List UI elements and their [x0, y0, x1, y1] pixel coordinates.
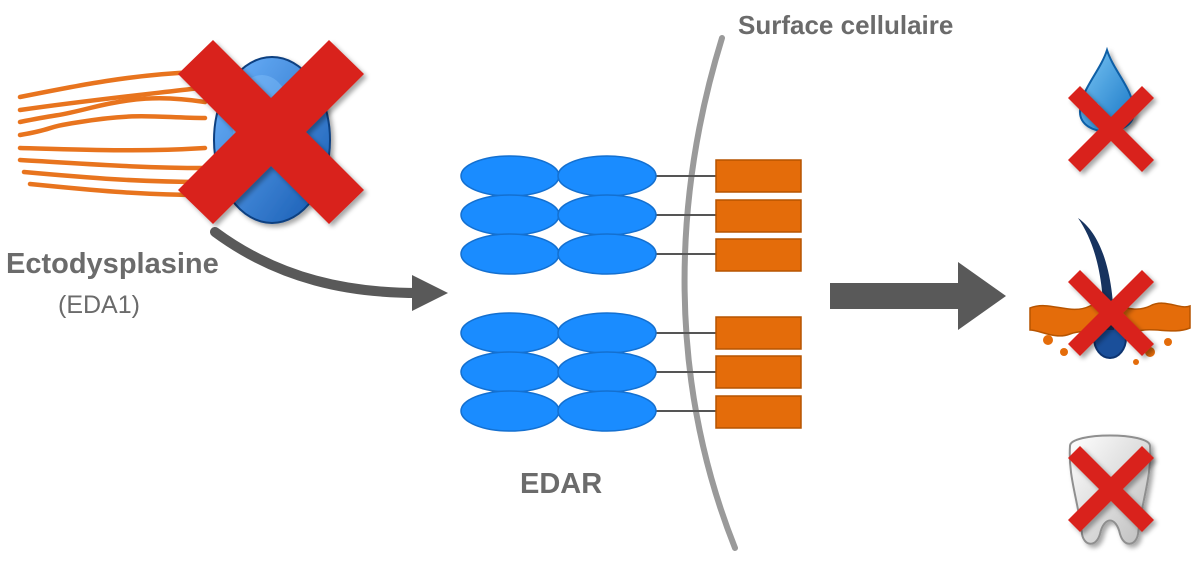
receptor-intracellular-blocks [715, 159, 802, 272]
receptor-ovals [460, 312, 657, 432]
sweat-blocked-cross-icon [1068, 86, 1154, 172]
ligand-blocked-cross-icon [178, 40, 364, 224]
signal-arrow [830, 262, 1006, 330]
receptor-intracellular-blocks [715, 316, 802, 429]
receptor-ovals [460, 155, 657, 275]
cell-membrane [681, 35, 738, 551]
ligand-name-label: Ectodysplasine [6, 248, 219, 280]
receptor-group-1 [460, 155, 802, 275]
ligand-code-label: (EDA1) [58, 291, 140, 319]
binding-arrow [210, 227, 448, 311]
cell-surface-label: Surface cellulaire [738, 10, 954, 40]
receptor-group-2 [460, 312, 802, 432]
receptor-label: EDAR [520, 468, 603, 500]
hair-blocked-cross-icon [1068, 270, 1154, 356]
ligand-strands [17, 69, 208, 198]
receptor-connectors [655, 175, 716, 255]
hair-follicle-icon [1029, 218, 1191, 365]
tooth-blocked-cross-icon [1068, 446, 1154, 532]
receptor-connectors [655, 332, 716, 412]
